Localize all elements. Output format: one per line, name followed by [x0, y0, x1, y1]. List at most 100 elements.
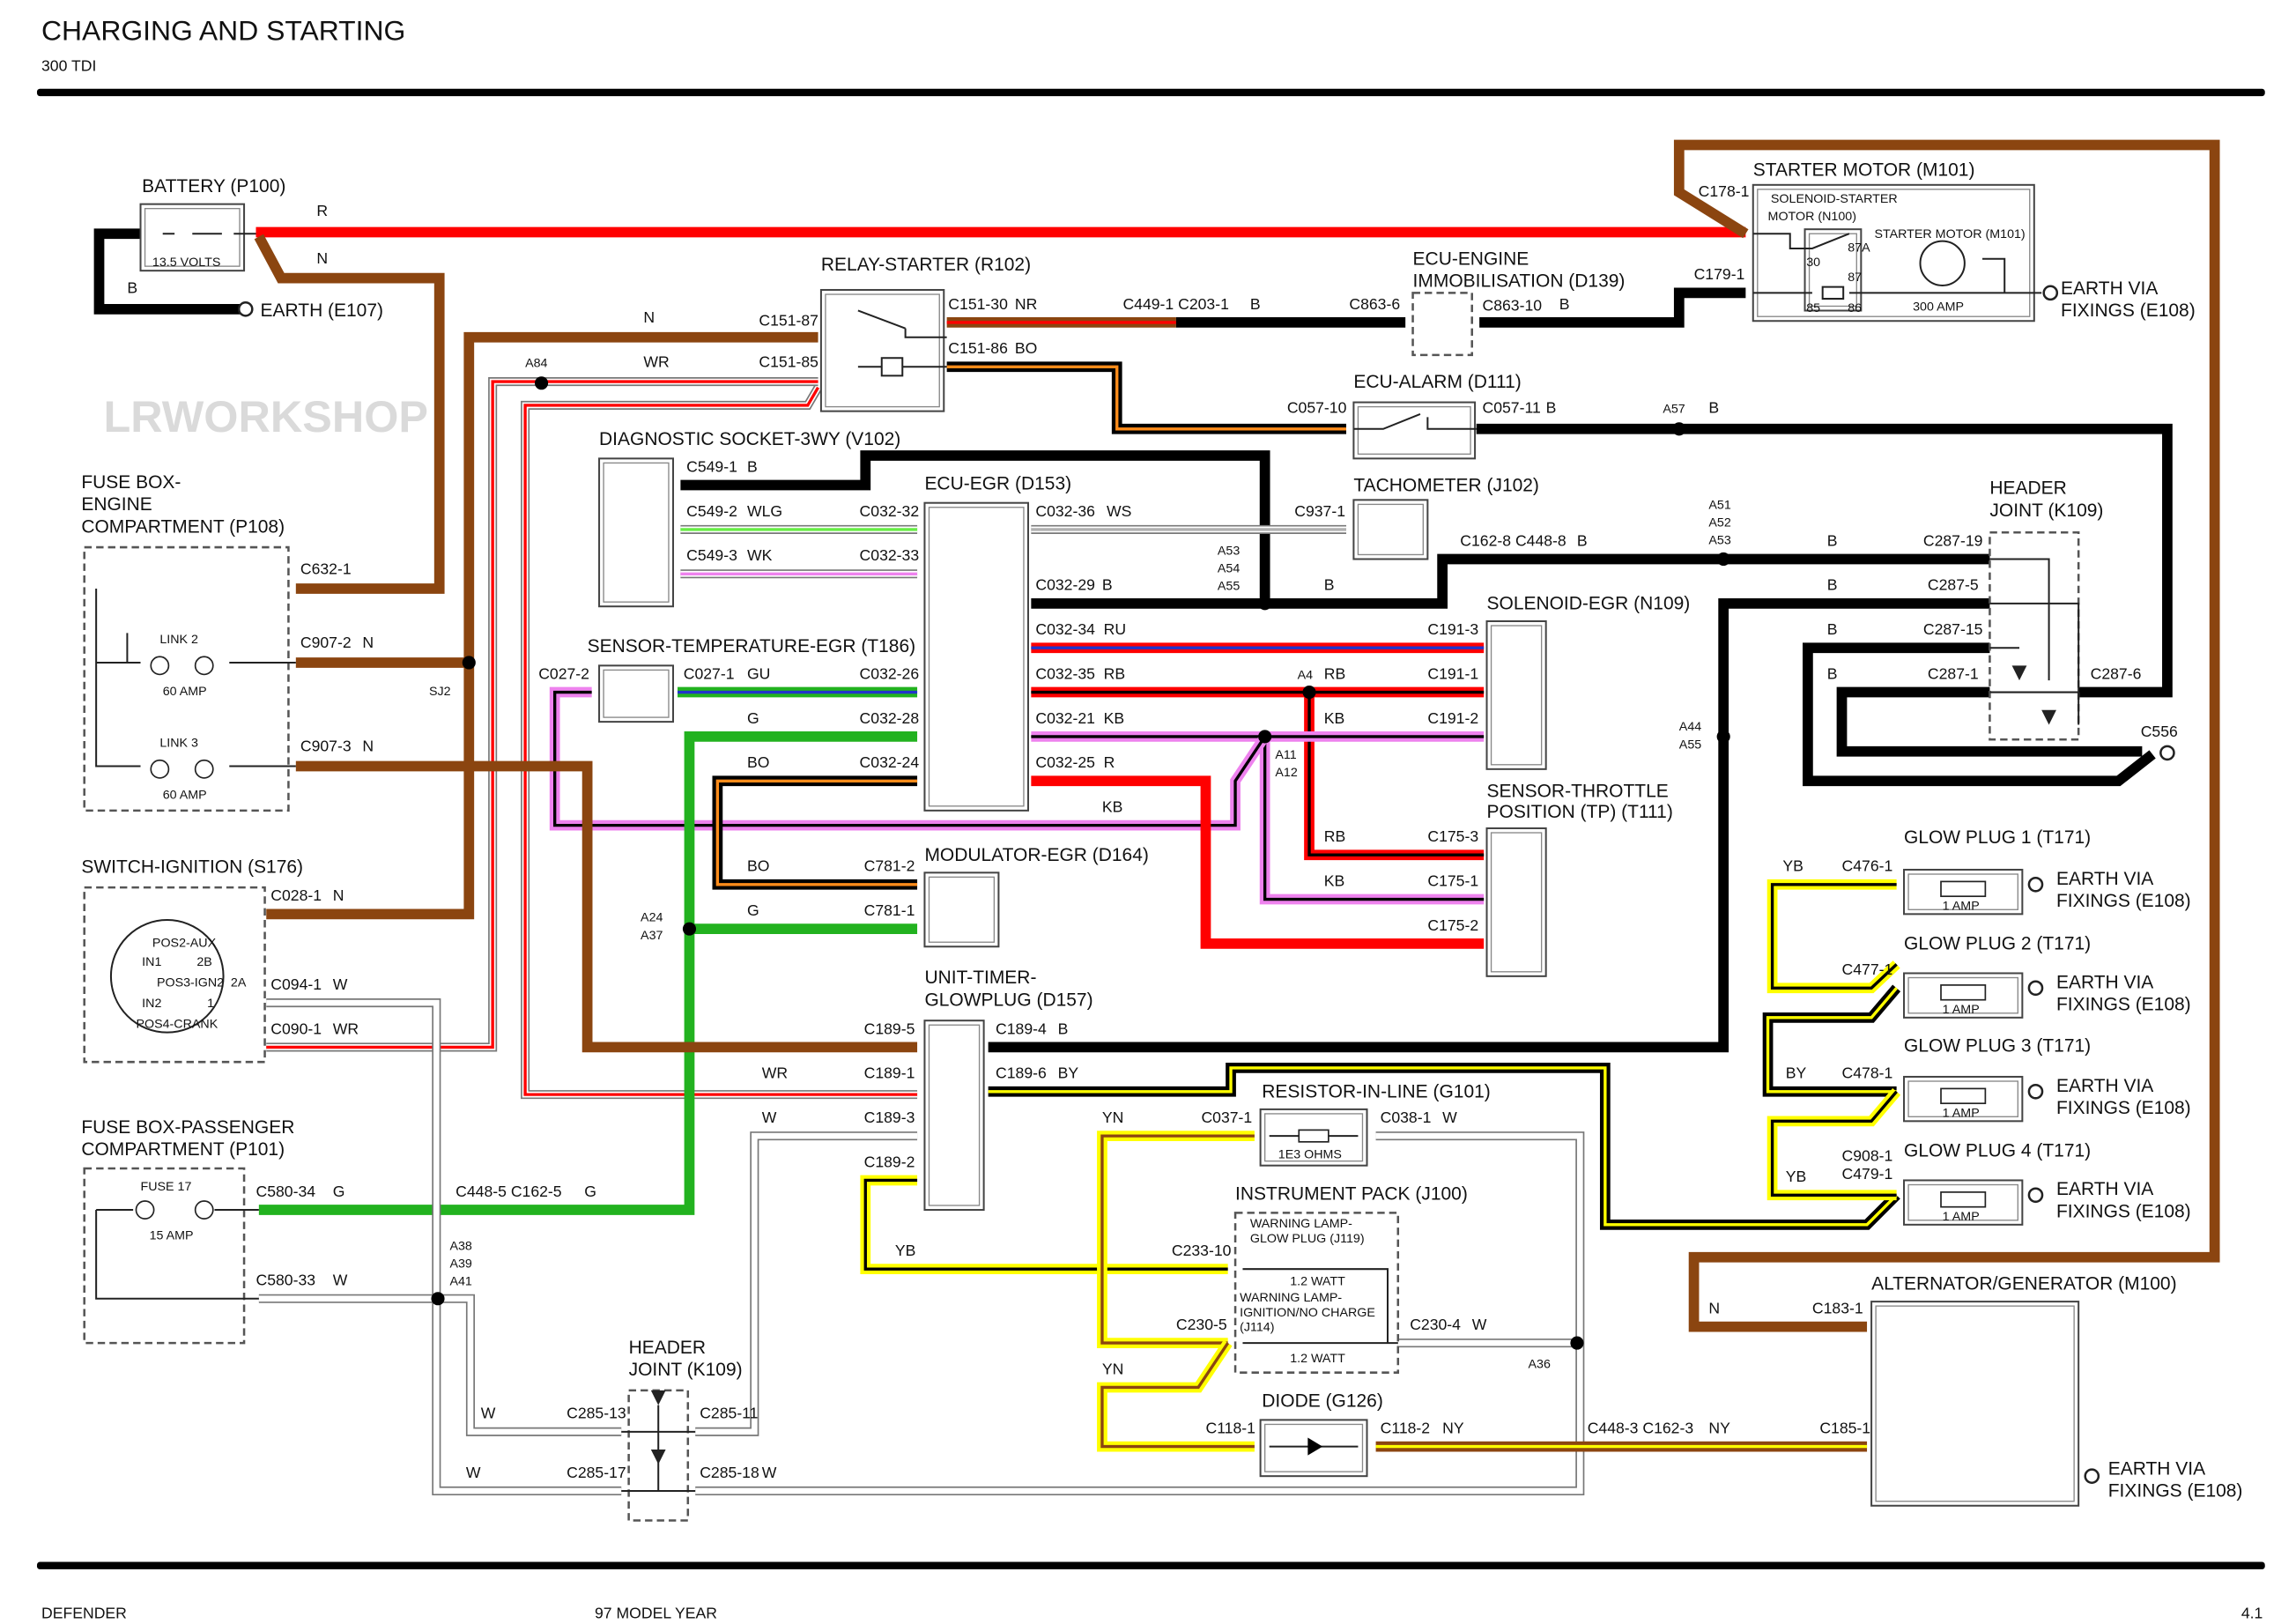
component-label-in2: IN2 — [142, 997, 161, 1011]
wire-label-c189-6: C189-6 — [996, 1064, 1047, 1082]
footer-rule — [36, 1561, 2265, 1569]
wire-label-a55b: A55 — [1679, 738, 1701, 752]
wire-label-a53: A53 — [1708, 534, 1730, 548]
wire-label-c175-2: C175-2 — [1427, 916, 1478, 934]
page-subtitle: 300 TDI — [41, 57, 96, 75]
inner-outline — [928, 876, 996, 943]
wire-stripe — [988, 1066, 1898, 1227]
sensor-throttle-box — [1485, 827, 1547, 977]
wire-label-B: B — [127, 278, 137, 296]
wire-label-B: B — [1324, 576, 1335, 594]
wire-label-G: G — [584, 1183, 596, 1200]
component-label-lamp-rating: 1.2 WATT — [1290, 1352, 1345, 1366]
wire-label-WR: WR — [333, 1020, 359, 1037]
ecu-egr-box — [923, 501, 1029, 812]
component-label-sol-egr: SOLENOID-EGR (N109) — [1487, 594, 1691, 614]
wire-label-YB: YB — [1782, 857, 1803, 875]
wire-label-YN: YN — [1102, 1109, 1123, 1126]
wire-stripe — [523, 386, 918, 1096]
wire-label-c118-2: C118-2 — [1381, 1420, 1430, 1437]
wire-label-c094-1: C094-1 — [270, 975, 322, 993]
wire-stripe — [266, 380, 818, 1049]
inner-outline — [1263, 1113, 1364, 1162]
wire-header-resistor — [695, 1131, 1585, 1496]
wire-label-W: W — [762, 1109, 777, 1126]
wire-label-c090-1: C090-1 — [270, 1020, 322, 1037]
wire-stripe — [863, 1178, 1228, 1271]
inner-outline — [1907, 1183, 2018, 1221]
wire-label-t87a: 87A — [1848, 241, 1870, 255]
component-label-earth-via: EARTH VIA — [2056, 1076, 2153, 1096]
component-label-glow-rating: 1 AMP — [1943, 1210, 1980, 1224]
component-label-earth-fix: FIXINGS (E108) — [2056, 1201, 2191, 1221]
wire-label-t86: 86 — [1848, 301, 1862, 315]
wire-body — [680, 450, 1270, 604]
inner-outline — [603, 462, 670, 603]
footer-model: DEFENDER — [41, 1604, 127, 1620]
wire-label-G: G — [747, 709, 759, 727]
component-label-header-b-1: HEADER — [629, 1338, 706, 1358]
wire-label-B: B — [1250, 295, 1261, 313]
component-label-timer-1: UNIT-TIMER- — [924, 968, 1036, 988]
component-label-sens-temp: SENSOR-TEMPERATURE-EGR (T186) — [588, 636, 916, 656]
component-label-solenoid-1: SOLENOID-STARTER — [1771, 192, 1898, 206]
wire-label-a4: A4 — [1298, 668, 1314, 682]
wire-body — [1031, 553, 1990, 609]
wire-label-c191-1: C191-1 — [1427, 664, 1478, 682]
fuse-link-icon — [95, 589, 296, 768]
component-label-fuse17-rating: 15 AMP — [150, 1229, 194, 1243]
arrow-icon — [650, 1390, 666, 1405]
wire-label-a52: A52 — [1708, 516, 1730, 530]
wire-label-a12: A12 — [1275, 766, 1297, 780]
component-label-glow2: GLOW PLUG 2 (T171) — [1904, 934, 2091, 954]
wire-label-c781-2: C781-2 — [864, 857, 915, 875]
wire-stripe — [1263, 736, 1485, 901]
wire-label-c285-17: C285-17 — [567, 1464, 626, 1481]
wire-label-c183-1: C183-1 — [1812, 1300, 1863, 1317]
component-label-in1: IN1 — [142, 955, 161, 969]
component-label-glow-rating: 1 AMP — [1943, 1003, 1980, 1017]
component-label-glow1: GLOW PLUG 1 (T171) — [1904, 827, 2091, 848]
wire-ign-header — [266, 998, 622, 1496]
wire-label-BO: BO — [1015, 339, 1037, 357]
wire-label-c476-1: C476-1 — [1842, 857, 1893, 875]
wire-label-N: N — [643, 308, 655, 326]
inner-outline — [1263, 1423, 1364, 1472]
wire-stripe — [1766, 987, 1898, 1094]
wire-stripe — [552, 690, 1267, 827]
component-label-sens-tps-1: SENSOR-THROTTLE — [1487, 782, 1669, 802]
component-label-alarm: ECU-ALARM (D111) — [1353, 372, 1521, 392]
component-label-fuse-pass-2: COMPARTMENT (P101) — [81, 1139, 285, 1160]
wire-label-KB: KB — [1324, 709, 1345, 727]
wire-label-c032-35: C032-35 — [1035, 664, 1095, 682]
wire-label-KB: KB — [1102, 798, 1123, 816]
starter-solenoid-icon — [1752, 233, 2042, 300]
starter-motor-icon — [1919, 240, 1966, 286]
wire-relay85-timer — [521, 385, 918, 1100]
inner-outline — [1357, 503, 1424, 556]
wire-label-BO: BO — [747, 753, 769, 771]
wire-label-c151-85: C151-85 — [759, 352, 818, 370]
wire-label-c287-1: C287-1 — [1928, 664, 1979, 682]
modulator-egr-box — [923, 871, 1000, 948]
glow-plug-3-element-icon — [1940, 1087, 1987, 1105]
wire-label-c287-15: C287-15 — [1923, 620, 1983, 638]
wire-body — [1836, 686, 2143, 757]
wire-label-NY: NY — [1442, 1420, 1464, 1437]
wire-label-G: G — [333, 1183, 345, 1200]
wire-label-NY: NY — [1708, 1420, 1730, 1437]
wire-label-c863-10: C863-10 — [1482, 296, 1542, 314]
component-label-earth-fix: FIXINGS (E108) — [2056, 891, 2191, 911]
component-label-starter: STARTER MOTOR (M101) — [1753, 160, 1975, 181]
wire-label-c028-1: C028-1 — [270, 886, 322, 904]
wire-relay86-alarm — [946, 361, 1347, 434]
wire-label-a44: A44 — [1679, 720, 1701, 734]
wire-label-B: B — [1827, 664, 1838, 682]
wire-label-c233-10: C233-10 — [1172, 1242, 1232, 1259]
wire-label-t85: 85 — [1806, 301, 1820, 315]
wire-label-B: B — [1827, 620, 1838, 638]
wire-label-W: W — [762, 1464, 777, 1481]
wire-green-fuse — [258, 731, 918, 1215]
component-label-fuse-pass-1: FUSE BOX-PASSENGER — [81, 1117, 294, 1138]
wire-label-B: B — [1577, 531, 1588, 549]
